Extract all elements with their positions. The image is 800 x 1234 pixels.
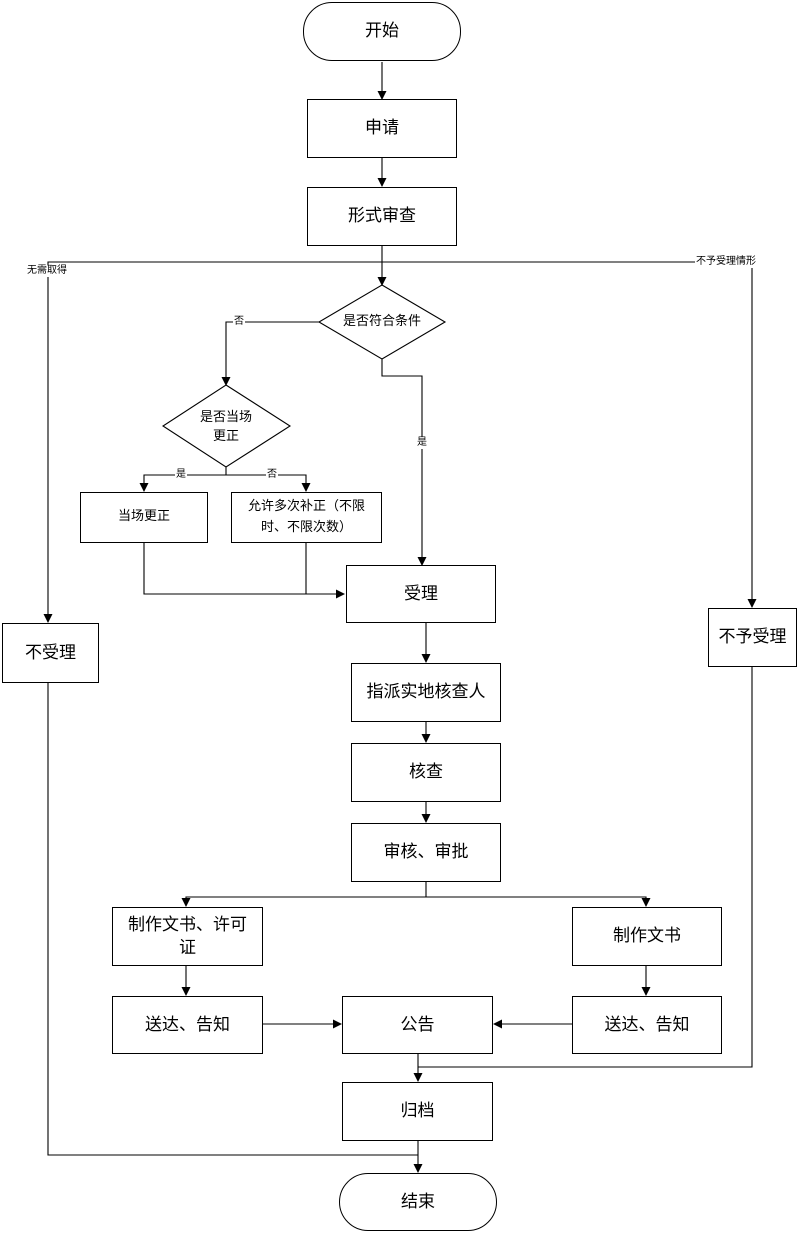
spot-correction-box: 当场更正 bbox=[80, 492, 208, 543]
assign-inspector-box: 指派实地核查人 bbox=[351, 663, 501, 722]
label-condition-no: 否 bbox=[233, 316, 245, 328]
edge-spot-no bbox=[226, 474, 311, 492]
label-spot-no: 否 bbox=[266, 469, 278, 481]
multiple-supplements-box: 允许多次补正（不限 时、不限次数） bbox=[231, 492, 382, 543]
label-condition-yes: 是 bbox=[416, 437, 428, 449]
accept-box: 受理 bbox=[346, 565, 496, 623]
edge-split-left bbox=[181, 882, 427, 907]
edge-reject-archive bbox=[418, 667, 753, 1068]
edge-split-right bbox=[426, 896, 651, 907]
diamond-meets-conditions bbox=[317, 284, 447, 360]
formal-review-box: 形式审查 bbox=[307, 187, 457, 246]
edge-spot-to-accept bbox=[143, 543, 345, 599]
label-reject-situation: 不予受理情形 bbox=[695, 256, 757, 268]
label-spot-yes: 是 bbox=[175, 469, 187, 481]
verify-box: 核查 bbox=[351, 743, 501, 802]
diamond-correct-on-spot bbox=[161, 384, 292, 468]
correct-on-spot-label: 是否当场 更正 bbox=[199, 409, 252, 445]
archive-box: 归档 bbox=[342, 1082, 493, 1141]
apply-box: 申请 bbox=[307, 99, 457, 158]
edge-no-need-obtain bbox=[43, 261, 382, 623]
meets-conditions-label: 是否符合条件 bbox=[342, 314, 421, 330]
edge-condition-no bbox=[221, 321, 319, 386]
edge-not-accept-end bbox=[47, 683, 418, 1156]
make-doc-box: 制作文书 bbox=[572, 907, 722, 966]
make-doc-license-box: 制作文书、许可 证 bbox=[112, 907, 263, 966]
label-no-need-obtain: 无需取得 bbox=[26, 265, 68, 277]
deliver-notify-left-box: 送达、告知 bbox=[112, 996, 263, 1054]
edge-condition-yes bbox=[381, 358, 427, 566]
review-approve-box: 审核、审批 bbox=[351, 823, 501, 882]
announce-box: 公告 bbox=[342, 996, 493, 1054]
reject-accept-box: 不予受理 bbox=[708, 608, 797, 667]
deliver-notify-right-box: 送达、告知 bbox=[572, 996, 722, 1054]
start-node: 开始 bbox=[303, 2, 461, 61]
end-node: 结束 bbox=[339, 1173, 497, 1231]
not-accept-box: 不受理 bbox=[2, 623, 99, 683]
